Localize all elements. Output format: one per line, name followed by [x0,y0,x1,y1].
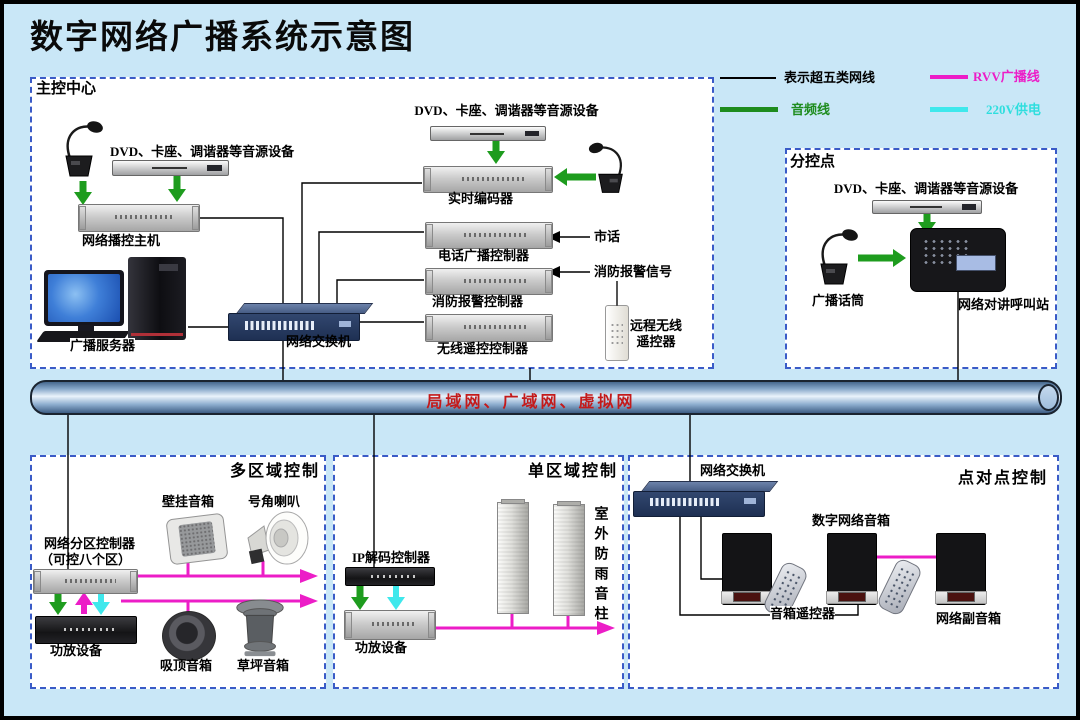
horn-speaker-label: 号角喇叭 [248,494,301,509]
dvd-player [112,160,229,176]
speaker-remote-label: 音箱遥控器 [770,606,836,623]
amplifier-label: 功放设备 [50,643,103,658]
ip-decoder-label: IP解码控制器 [352,550,431,565]
column-speaker-device [553,501,585,616]
zone-controller-device [33,569,138,594]
broadcast-microphone [813,222,865,290]
ceiling-speaker-label: 吸顶音箱 [160,658,213,673]
network-broadcast-host-label: 网络播控主机 [82,233,161,248]
fire-alarm-controller-device [425,268,553,295]
phone-input-label: 市话 [594,229,621,244]
backbone-pipe: 局域网、广域网、虚拟网 [30,380,1062,415]
remote-label: 远程无线遥控器 [629,318,682,350]
legend-power-line [930,107,968,112]
microphone [582,138,630,196]
amplifier-label: 功放设备 [355,640,408,655]
ceiling-speaker-device [162,611,216,661]
lawn-speaker-device [234,598,286,658]
wall-speaker-device [165,512,229,566]
sub-speaker-label: 网络副音箱 [936,611,1002,626]
digital-speaker-label: 数字网络音箱 [812,513,891,528]
source-devices-label: DVD、卡座、调谐器等音源设备 [110,144,295,159]
realtime-encoder-device [423,166,553,193]
lawn-speaker-label: 草坪音箱 [237,658,290,673]
p2p-title: 点对点控制 [958,470,1049,487]
phone-broadcast-controller-label: 电话广播控制器 [438,248,530,263]
network-broadcast-host-device [78,204,200,232]
network-speaker-device [826,533,878,605]
column-speaker-device [497,499,529,614]
server-monitor [44,270,124,334]
sub-point-title: 分控点 [790,154,836,170]
legend-audio-label: 音频线 [791,102,831,117]
dvd-player [430,126,546,141]
wireless-remote-controller-device [425,314,553,342]
diagram-title: 数字网络广播系统示意图 [30,20,415,56]
fire-input-label: 消防报警信号 [594,264,673,279]
broadcast-server-label: 广播服务器 [70,338,136,355]
network-switch-label: 网络交换机 [286,334,352,349]
microphone [58,116,110,180]
amplifier-device [344,610,436,640]
amplifier-device [35,616,137,644]
call-station-label: 网络对讲呼叫站 [958,297,1050,312]
zone-controller-note: （可控八个区） [40,552,132,567]
main-center-title: 主控中心 [36,81,97,97]
horn-speaker-device [242,510,312,568]
intercom-call-station-device [910,228,1006,292]
broadcast-mic-label: 广播话筒 [812,293,865,308]
server-tower [128,257,186,340]
sub-source-devices-label: DVD、卡座、调谐器等音源设备 [833,181,1019,196]
multi-zone-title: 多区域控制 [230,463,321,480]
network-switch-device [228,303,374,341]
wireless-remote-controller-label: 无线遥控控制器 [437,341,529,356]
single-zone-title: 单区域控制 [528,463,619,480]
fire-alarm-controller-label: 消防报警控制器 [432,294,524,309]
zone-controller-label: 网络分区控制器 [44,536,136,551]
dvd-player [872,200,982,214]
column-speaker-label: 室外防雨音柱 [592,506,608,626]
network-sub-speaker-device [935,533,987,605]
realtime-encoder-label: 实时编码器 [448,191,514,206]
phone-broadcast-controller-device [425,222,553,249]
legend-cat5-label: 表示超五类网线 [784,70,876,85]
legend-rvv-line [930,75,968,79]
backbone-label: 局域网、广域网、虚拟网 [426,394,636,411]
wall-speaker-label: 壁挂音箱 [162,494,215,509]
legend-audio-line [720,107,778,112]
p2p-switch-label: 网络交换机 [700,463,766,478]
source-devices-mid-label: DVD、卡座、调谐器等音源设备 [414,103,599,118]
ip-decoder-device [345,567,435,586]
legend-power-label: 220V供电 [986,102,1041,117]
network-speaker-device [721,533,773,605]
handheld-remote-device [605,281,629,361]
legend-cat5-line [720,77,776,79]
network-switch-device [633,481,779,517]
legend-rvv-label: RVV广播线 [973,69,1040,84]
